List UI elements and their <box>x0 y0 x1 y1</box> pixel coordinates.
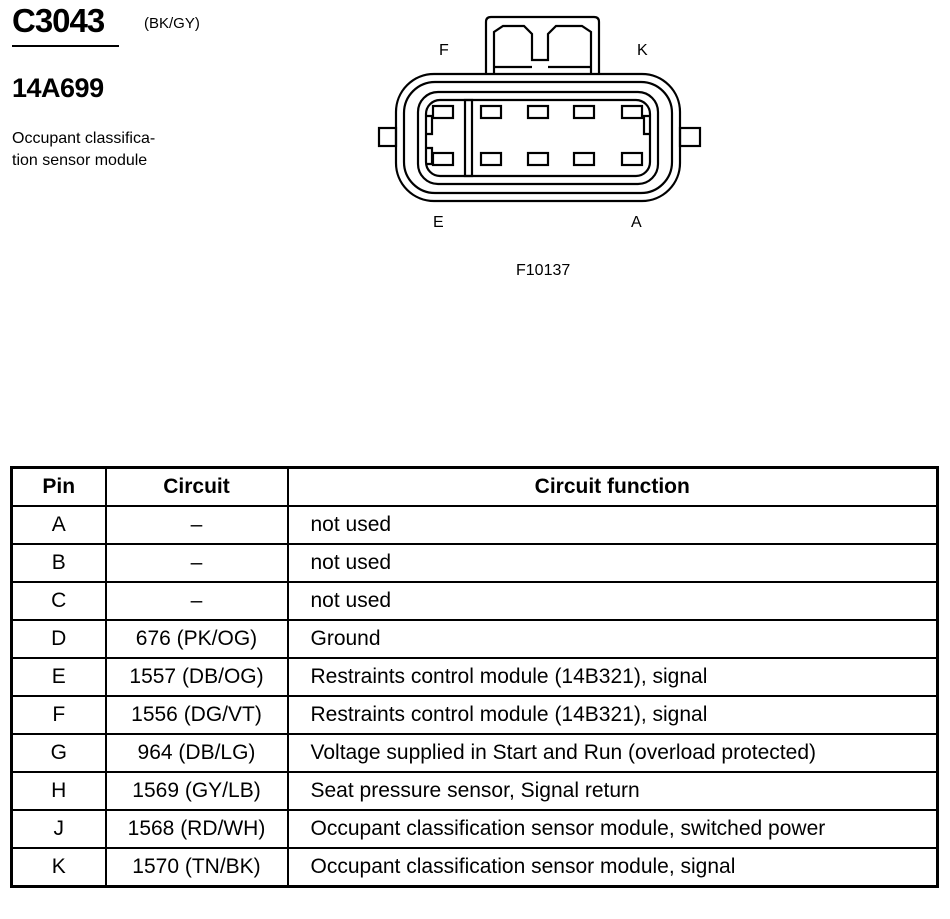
function-cell: not used <box>286 581 939 621</box>
terminal-bottom-1 <box>431 151 455 167</box>
table-row: D 676 (PK/OG) Ground <box>10 619 939 659</box>
description-line-1: Occupant classifica- <box>12 130 156 147</box>
terminal-top-3 <box>526 104 550 120</box>
pin-label-bottom-left: E <box>433 214 444 231</box>
terminal-bottom-4 <box>572 151 596 167</box>
circuit-cell: – <box>104 543 289 583</box>
header-circuit-function: Circuit function <box>286 466 939 507</box>
pin-cell: A <box>10 505 107 545</box>
pin-cell: H <box>10 771 107 811</box>
table-row: K 1570 (TN/BK) Occupant classification s… <box>10 847 939 888</box>
connector-latch <box>484 15 601 74</box>
terminal-top-1 <box>431 104 455 120</box>
table-row: C – not used <box>10 581 939 621</box>
table-row: E 1557 (DB/OG) Restraints control module… <box>10 657 939 697</box>
function-cell: not used <box>286 543 939 583</box>
pin-label-top-left: F <box>439 42 449 59</box>
table-row: F 1556 (DG/VT) Restraints control module… <box>10 695 939 735</box>
pin-label-bottom-right: A <box>631 214 642 231</box>
pin-cell: B <box>10 543 107 583</box>
table-header-row: Pin Circuit Circuit function <box>10 466 939 507</box>
table-row: J 1568 (RD/WH) Occupant classification s… <box>10 809 939 849</box>
function-cell: not used <box>286 505 939 545</box>
function-cell: Occupant classification sensor module, s… <box>286 847 939 888</box>
description-line-2: tion sensor module <box>12 152 148 169</box>
terminal-bottom-2 <box>479 151 503 167</box>
connector-divider <box>463 98 474 178</box>
circuit-cell: 1556 (DG/VT) <box>104 695 289 735</box>
function-cell: Ground <box>286 619 939 659</box>
table-row: G 964 (DB/LG) Voltage supplied in Start … <box>10 733 939 773</box>
circuit-cell: – <box>104 581 289 621</box>
figure-id: F10137 <box>516 262 571 279</box>
connector-side-key-left <box>377 126 398 148</box>
header-pin: Pin <box>10 466 107 507</box>
connector-side-key-right <box>678 126 702 148</box>
circuit-cell: 676 (PK/OG) <box>104 619 289 659</box>
function-cell: Restraints control module (14B321), sign… <box>286 657 939 697</box>
function-cell: Voltage supplied in Start and Run (overl… <box>286 733 939 773</box>
terminal-bottom-5 <box>620 151 644 167</box>
terminal-bottom-3 <box>526 151 550 167</box>
header-circuit: Circuit <box>104 466 289 507</box>
circuit-cell: 1557 (DB/OG) <box>104 657 289 697</box>
table-row: B – not used <box>10 543 939 583</box>
pin-cell: C <box>10 581 107 621</box>
pin-cell: E <box>10 657 107 697</box>
pin-cell: F <box>10 695 107 735</box>
part-number: 14A699 <box>12 73 104 103</box>
pin-cell: D <box>10 619 107 659</box>
wire-color: (BK/GY) <box>144 15 200 32</box>
pin-cell: J <box>10 809 107 849</box>
circuit-cell: 1569 (GY/LB) <box>104 771 289 811</box>
connector-inner-face <box>416 90 660 186</box>
circuit-cell: – <box>104 505 289 545</box>
terminal-top-2 <box>479 104 503 120</box>
connector-face-diagram <box>377 15 702 203</box>
function-cell: Seat pressure sensor, Signal return <box>286 771 939 811</box>
table-row: H 1569 (GY/LB) Seat pressure sensor, Sig… <box>10 771 939 811</box>
terminal-top-5 <box>620 104 644 120</box>
connector-id-underline <box>12 45 119 47</box>
circuit-cell: 964 (DB/LG) <box>104 733 289 773</box>
function-cell: Restraints control module (14B321), sign… <box>286 695 939 735</box>
terminal-top-4 <box>572 104 596 120</box>
component-description: Occupant classifica- tion sensor module <box>12 128 155 172</box>
function-cell: Occupant classification sensor module, s… <box>286 809 939 849</box>
table-row: A – not used <box>10 505 939 545</box>
pin-label-top-right: K <box>637 42 648 59</box>
pin-cell: K <box>10 847 107 888</box>
connector-id: C3043 <box>12 2 105 39</box>
pinout-table: Pin Circuit Circuit function A – not use… <box>10 466 939 888</box>
circuit-cell: 1568 (RD/WH) <box>104 809 289 849</box>
pin-cell: G <box>10 733 107 773</box>
circuit-cell: 1570 (TN/BK) <box>104 847 289 888</box>
